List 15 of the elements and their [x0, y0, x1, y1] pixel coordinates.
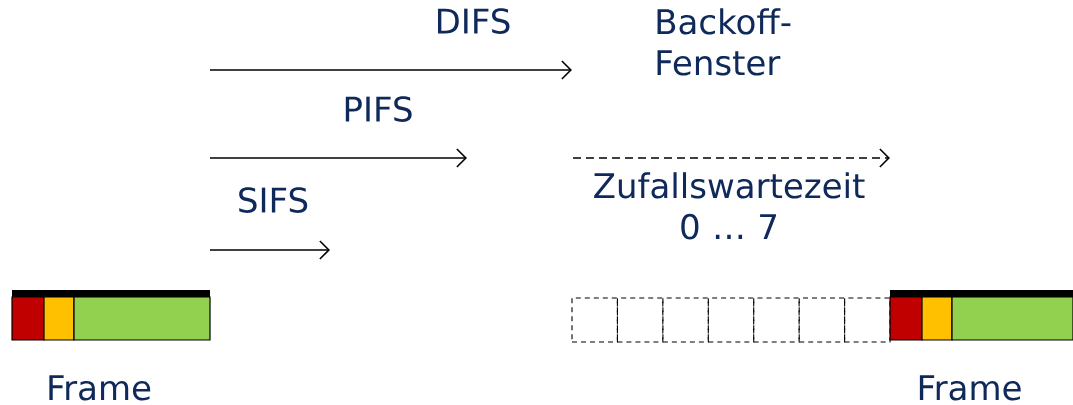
- time-label: Zufallswartezeit 0 … 7: [594, 172, 865, 240]
- slot-box: [571, 297, 618, 343]
- slot-box: [798, 297, 846, 343]
- slot-box: [707, 297, 755, 343]
- slot-box: [662, 297, 709, 343]
- slot-box: [616, 297, 664, 343]
- time-label: PIFS: [345, 96, 412, 122]
- time-label: DIFS: [437, 8, 510, 34]
- frame-bar: [11, 290, 211, 341]
- slot-box: [753, 297, 800, 343]
- time-label: SIFS: [239, 187, 308, 213]
- time-label: Backoff-Fenster: [657, 8, 791, 76]
- frame-bar: [889, 290, 1073, 341]
- frame-label: Frame: [919, 375, 1021, 401]
- frame-label: Frame: [49, 375, 151, 401]
